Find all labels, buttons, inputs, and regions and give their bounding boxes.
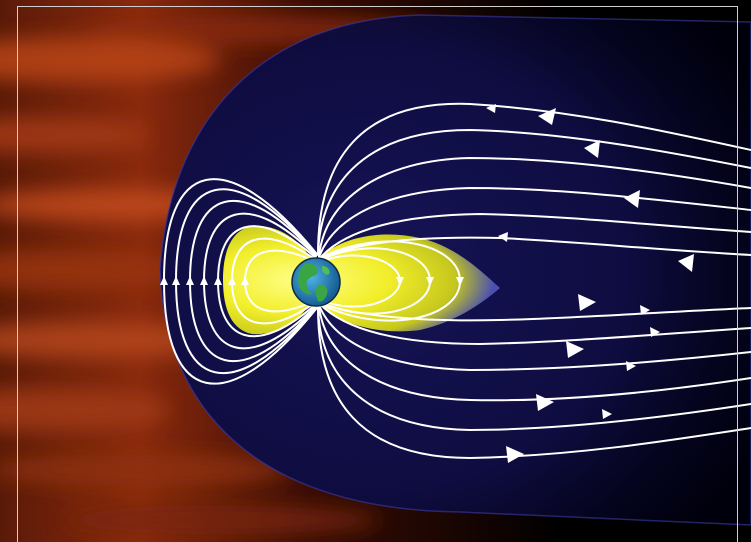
arrowhead-icon [584,140,600,158]
arrowhead-icon [396,277,404,286]
north-tail-line-4 [318,186,751,258]
arrowhead-icon [241,276,249,285]
arrowhead-icon [426,277,434,286]
arrowhead-icon [186,276,194,285]
arrowhead-icon [602,409,612,419]
frame-border [17,6,738,542]
arrowhead-icon [486,104,496,113]
arrowhead-icon [566,341,584,358]
arrowhead-icon [678,254,694,272]
north-tail-line-6 [319,236,751,260]
earth-globe-icon [291,257,341,307]
south-tail-line-2 [319,303,751,346]
arrowhead-icon [536,394,554,411]
north-tail-line-3 [318,156,751,257]
south-tail-line-1 [319,302,751,322]
arrowhead-icon [538,108,556,125]
arrowhead-icon [650,327,660,337]
south-tail-line-5 [317,306,751,432]
arrowhead-icon [228,276,236,285]
arrowhead-icon [624,190,640,208]
arrowheads [160,104,694,463]
arrowhead-icon [626,361,636,371]
arrowhead-icon [640,305,650,315]
north-tail-line-1 [317,102,751,255]
south-tail-line-4 [318,305,751,402]
arrowhead-icon [578,294,596,311]
arrowhead-icon [214,276,222,285]
arrowhead-icon [456,277,464,286]
south-tail-line-3 [318,304,751,372]
south-tail-line-6 [317,307,751,460]
arrowhead-icon [200,276,208,285]
arrowhead-icon [160,276,168,285]
arrowhead-icon [498,232,508,242]
north-tail-line-5 [319,212,751,259]
north-tail-line-2 [317,128,751,256]
arrowhead-icon [506,446,524,463]
arrowhead-icon [172,276,180,285]
